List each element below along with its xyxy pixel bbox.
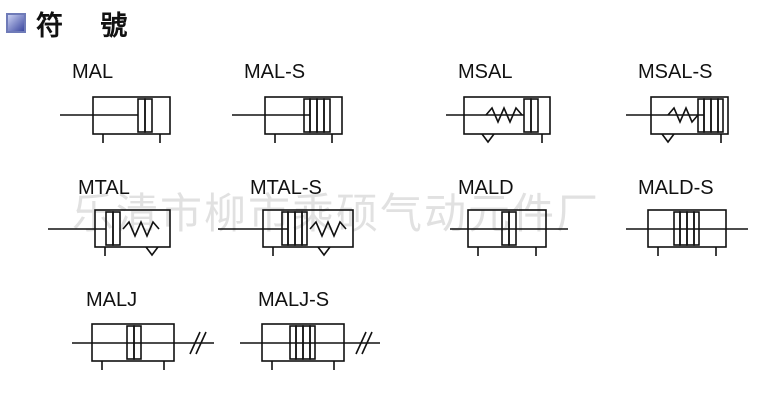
symbol-mald: MALD: [450, 178, 580, 268]
symbol-mtal: MTAL: [48, 178, 188, 268]
symbol-label-mald: MALD: [458, 177, 514, 199]
symbol-msal-s: MSAL-S: [626, 62, 746, 152]
cylinder-symbol-msal: [446, 96, 551, 144]
symbol-label-malj-s: MALJ-S: [258, 289, 330, 311]
symbol-mtal-s: MTAL-S: [218, 178, 368, 268]
symbol-label-mtal: MTAL: [78, 177, 130, 199]
symbol-mal-s: MAL-S: [232, 62, 352, 152]
cylinder-symbol-mtal: [48, 209, 171, 257]
square-bullet-icon: [6, 13, 26, 33]
cylinder-symbol-mal-s: [232, 96, 343, 143]
symbol-msal: MSAL: [446, 62, 566, 152]
symbol-label-mal-s: MAL-S: [244, 61, 306, 83]
symbol-malj: MALJ: [72, 290, 222, 380]
cylinder-symbol-mald-s: [626, 209, 748, 256]
cylinder-symbol-mtal-s: [218, 209, 354, 257]
symbol-malj-s: MALJ-S: [240, 290, 390, 380]
cylinder-symbol-mal: [60, 96, 171, 143]
cylinder-symbol-mald: [450, 209, 568, 256]
symbol-label-mal: MAL: [72, 61, 114, 83]
section-header: 符 號: [6, 6, 142, 42]
cylinder-symbol-malj: [72, 323, 214, 370]
symbol-label-mald-s: MALD-S: [638, 177, 714, 199]
symbol-mal: MAL: [60, 62, 180, 152]
symbol-mald-s: MALD-S: [626, 178, 756, 268]
cylinder-symbol-msal-s: [626, 96, 729, 144]
section-title: 符 號: [36, 10, 142, 42]
symbol-label-malj: MALJ: [86, 289, 138, 311]
cylinder-symbol-malj-s: [240, 323, 380, 370]
symbol-label-msal-s: MSAL-S: [638, 61, 713, 83]
symbol-label-mtal-s: MTAL-S: [250, 177, 322, 199]
symbol-label-msal: MSAL: [458, 61, 513, 83]
